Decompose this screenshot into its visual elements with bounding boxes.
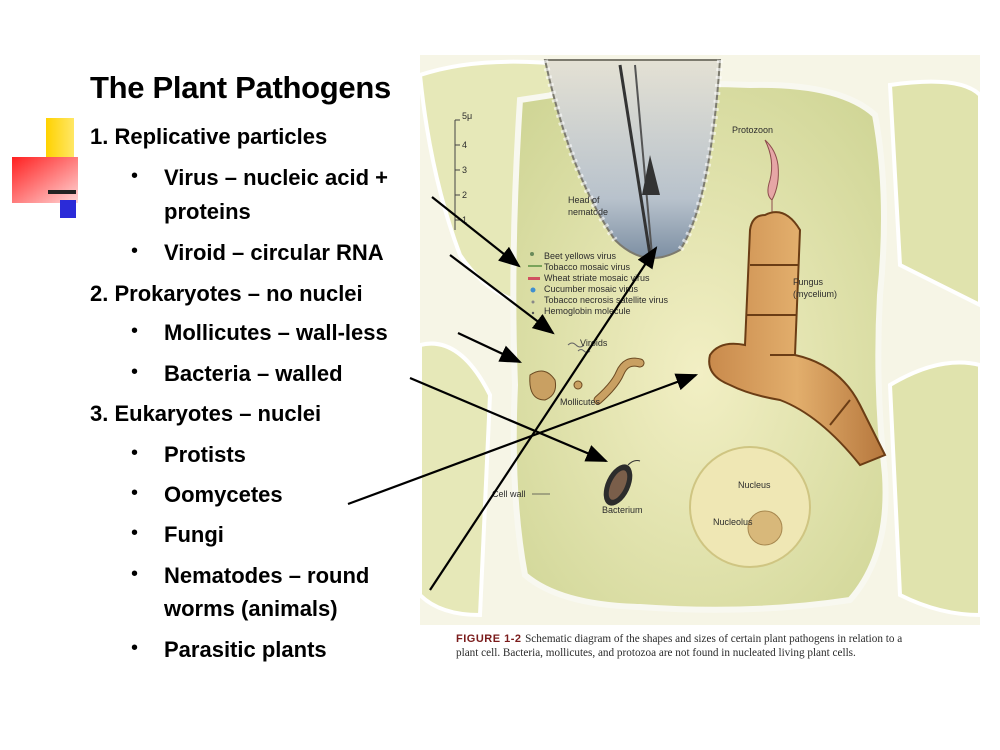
bullet: • [131, 563, 139, 585]
item-nematodes: Nematodes – round [164, 563, 370, 588]
label-mollicutes: Mollicutes [560, 397, 601, 407]
label-nucleus: Nucleus [738, 480, 771, 490]
caption-label: FIGURE 1-2 [456, 633, 526, 645]
item-oomycetes: Oomycetes [164, 482, 283, 507]
item-virus: Virus – nucleic acid + [164, 165, 388, 190]
caption-text: Schematic diagram of the shapes and size… [456, 633, 903, 659]
deco-blue-block [60, 200, 76, 218]
legend-tobacco-necrosis-satellite-virus: Tobacco necrosis satellite virus [544, 295, 669, 305]
section-eukaryotes: 3. Eukaryotes – nuclei [90, 401, 322, 426]
scale-tick: 4 [462, 140, 467, 150]
label-fungus: Fungus [793, 277, 824, 287]
bullet: • [131, 165, 139, 187]
deco-red-block [12, 157, 78, 203]
label-protozoon: Protozoon [732, 125, 773, 135]
slide-title: The Plant Pathogens [90, 70, 391, 105]
legend-wheat-striate-mosaic-virus: Wheat striate mosaic virus [544, 273, 650, 283]
section-replicative-particles: 1. Replicative particles [90, 124, 328, 149]
item-viroid: Viroid – circular RNA [164, 240, 384, 265]
figure-caption: FIGURE 1-2 Schematic diagram of the shap… [456, 632, 926, 660]
bullet: • [131, 442, 139, 464]
fungus-mycelium [708, 211, 887, 467]
scale-tick: 1 [462, 215, 467, 225]
legend-beet-yellows-virus: Beet yellows virus [544, 251, 617, 261]
item-parasitic-plants: Parasitic plants [164, 637, 327, 662]
label-head-of-nematode: Head of [568, 195, 600, 205]
scale-unit: 5μ [462, 111, 472, 121]
label-bacterium: Bacterium [602, 505, 643, 515]
item-mollicutes: Mollicutes – wall-less [164, 320, 388, 345]
bullet: • [131, 240, 139, 262]
legend-tobacco-mosaic-virus: Tobacco mosaic virus [544, 262, 631, 272]
neighbor-cell [420, 341, 493, 618]
legend-hemoglobin-molecule: Hemoglobin molecule [544, 306, 631, 316]
legend-cucumber-mosaic-virus: Cucumber mosaic virus [544, 284, 639, 294]
item-bacteria: Bacteria – walled [164, 361, 343, 386]
scale-tick: 3 [462, 165, 467, 175]
bullet: • [131, 522, 139, 544]
item-nematodes-cont: worms (animals) [164, 596, 338, 621]
bullet: • [131, 637, 139, 659]
item-protists: Protists [164, 442, 246, 467]
nematode-head [542, 59, 723, 259]
neighbor-cell [887, 79, 980, 308]
label-cell-wall: Cell wall [492, 489, 526, 499]
bullet: • [131, 320, 139, 342]
plant-cell-diagram: 5μ 4 3 2 1 Head of nematode Protozoon Fu… [420, 55, 980, 625]
item-fungi: Fungi [164, 522, 224, 547]
label-head-of-nematode: nematode [568, 207, 608, 217]
section-prokaryotes: 2. Prokaryotes – no nuclei [90, 281, 363, 306]
scale-tick: 2 [462, 190, 467, 200]
label-fungus: (mycelium) [793, 289, 837, 299]
bullet: • [131, 482, 139, 504]
neighbor-cell [887, 360, 980, 618]
item-virus-cont: proteins [164, 199, 251, 224]
bullet: • [131, 361, 139, 383]
nucleus [689, 446, 811, 568]
label-nucleolus: Nucleolus [713, 517, 753, 527]
label-viroids: Viroids [580, 338, 608, 348]
deco-black-bar [48, 190, 76, 194]
